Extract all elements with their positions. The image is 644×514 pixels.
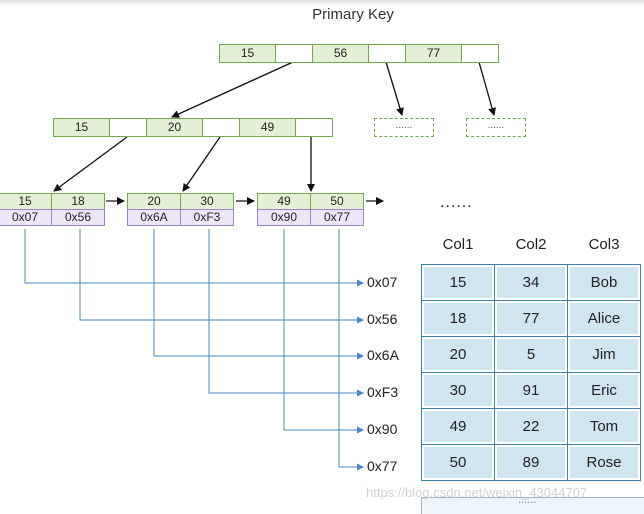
table-cell: Jim [567, 336, 641, 373]
leaf-key: 20 [127, 193, 181, 210]
column-header: Col2 [515, 236, 547, 253]
table-cell: 22 [494, 408, 568, 445]
root-to-placeholder-1-arrow [385, 61, 404, 116]
row-address-label: 0x07 [367, 274, 398, 290]
leaf-address: 0x77 [310, 209, 364, 226]
root-key: 77 [405, 44, 462, 63]
row-pointer-lines [24, 229, 364, 471]
leaf-address: 0x56 [51, 209, 105, 226]
leaf-key: 30 [180, 193, 234, 210]
root-key: 56 [312, 44, 369, 63]
table-row: 15 34 Bob [421, 264, 641, 301]
root-pointer-slot [368, 44, 406, 63]
leaf-address: 0x90 [257, 209, 311, 226]
leaf-key: 15 [0, 193, 52, 210]
table-cell: 30 [421, 372, 495, 409]
ellipsis: ...... [440, 194, 473, 211]
table-row: 20 5 Jim [421, 336, 641, 373]
root-pointer-slot [461, 44, 499, 63]
row-address-label: 0xF3 [367, 384, 399, 400]
table-cell: Eric [567, 372, 641, 409]
row-address-label: 0x77 [367, 458, 398, 474]
table-row: 18 77 Alice [421, 300, 641, 337]
table-cell: Bob [567, 264, 641, 301]
column-header: Col1 [442, 236, 474, 253]
inner-key: 20 [146, 118, 203, 137]
column-header: Col3 [588, 236, 620, 253]
row-address-label: 0x56 [367, 311, 398, 327]
root-pointer-slot [275, 44, 313, 63]
placeholder-node: ...... [374, 118, 434, 137]
table-cell: 34 [494, 264, 568, 301]
inner-pointer-slot [109, 118, 147, 137]
leaf-node: 15 18 0x07 0x56 [0, 193, 105, 226]
table-cell: Tom [567, 408, 641, 445]
inner-key: 15 [53, 118, 110, 137]
inner-to-leaf-2-arrow [182, 136, 221, 192]
inner-node: 15 20 49 [53, 118, 333, 137]
table-cell: Alice [567, 300, 641, 337]
leaf-node: 49 50 0x90 0x77 [257, 193, 364, 226]
table-continuation: ...... [421, 494, 644, 514]
inner-pointer-slot [202, 118, 240, 137]
table-cell: 50 [421, 444, 495, 481]
inner-pointer-slot [295, 118, 333, 137]
row-address-label: 0x6A [367, 347, 399, 363]
root-to-placeholder-2-arrow [478, 61, 496, 116]
row-address-label: 0x90 [367, 421, 398, 437]
leaf-address: 0x07 [0, 209, 52, 226]
data-table: 15 34 Bob 18 77 Alice 20 5 Jim 30 91 Eri… [421, 264, 641, 481]
leaf-address: 0x6A [127, 209, 181, 226]
root-node: 15 56 77 [219, 44, 499, 63]
table-cell: 89 [494, 444, 568, 481]
table-row: 30 91 Eric [421, 372, 641, 409]
table-cell: 77 [494, 300, 568, 337]
root-key: 15 [219, 44, 276, 63]
watermark: https://blog.csdn.net/weixin_43044707 [366, 485, 588, 500]
leaf-node: 20 30 0x6A 0xF3 [127, 193, 234, 226]
table-cell: 5 [494, 336, 568, 373]
placeholder-node: ...... [466, 118, 526, 137]
leaf-key: 49 [257, 193, 311, 210]
leaf-key: 50 [310, 193, 364, 210]
leaf-address: 0xF3 [180, 209, 234, 226]
table-cell: 49 [421, 408, 495, 445]
table-cell: 15 [421, 264, 495, 301]
leaf-key: 18 [51, 193, 105, 210]
table-continuation-ellipsis: ...... [518, 494, 537, 506]
table-cell: 20 [421, 336, 495, 373]
table-cell: 91 [494, 372, 568, 409]
table-row: 50 89 Rose [421, 444, 641, 481]
table-cell: Rose [567, 444, 641, 481]
inner-to-leaf-1-arrow [53, 136, 128, 192]
diagram-title: Primary Key [312, 6, 394, 23]
inner-key: 49 [239, 118, 296, 137]
root-to-inner-arrow [171, 61, 294, 118]
top-shadow [0, 0, 644, 6]
table-cell: 18 [421, 300, 495, 337]
table-row: 49 22 Tom [421, 408, 641, 445]
